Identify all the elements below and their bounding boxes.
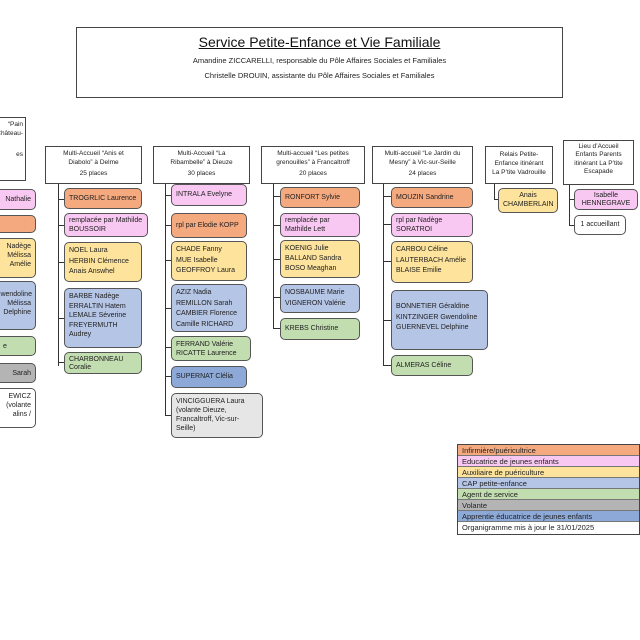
connector [273, 328, 280, 329]
staff-box: CHADE Fanny MUE Isabelle GEOFFROY Laura [171, 241, 247, 281]
service-header-partial: “Pain Château- es [0, 117, 26, 181]
staff-box: remplacée par Mathilde BOUSSOIR [64, 213, 148, 237]
connector [383, 196, 391, 197]
service-header-anis-diabolo: Multi-Accueil “Anis et Diabolo” à Delme … [45, 146, 142, 184]
staff-box: FERRAND Valérie RICATTE Laurence [171, 336, 251, 361]
legend: Infirmière/puéricultrice Educatrice de j… [457, 444, 640, 535]
connector [165, 260, 171, 261]
legend-item-volante: Volante [458, 500, 639, 511]
legend-item-auxiliaire: Auxiliaire de puériculture [458, 467, 639, 478]
connector [273, 297, 280, 298]
staff-box: Anais CHAMBERLAIN [498, 188, 558, 213]
connector [58, 362, 64, 363]
connector [58, 318, 64, 319]
connector [58, 184, 59, 366]
staff-box: KOENIG Julie BALLAND Sandra BOSO Meaghan [280, 240, 360, 278]
staff-box: 1 accueillant [574, 215, 626, 235]
connector [165, 184, 166, 416]
connector [165, 347, 171, 348]
connector [383, 261, 391, 262]
connector [58, 225, 64, 226]
staff-box: rpl par Nadège SORATROI [391, 213, 473, 237]
staff-box: rpl par Elodie KOPP [171, 213, 247, 238]
service-header-laep: Lieu d’Accueil Enfants Parents itinérant… [563, 140, 634, 185]
staff-box: Nadège Mélissa Amélie [0, 238, 36, 278]
connector [165, 225, 171, 226]
staff-box: CHARBONNEAU Coralie [64, 352, 142, 374]
staff-box: Isabelle HENNEGRAVE [574, 189, 638, 210]
service-header-ribambelle: Multi-Accueil “La Ribambelle” à Dieuze 3… [153, 146, 250, 184]
staff-box: AZIZ Nadia REMILLON Sarah CAMBIER Floren… [171, 284, 247, 332]
header-manager: Amandine ZICCARELLI, responsable du Pôle… [192, 56, 447, 65]
connector [383, 224, 391, 225]
connector [165, 195, 171, 196]
page-title: Service Petite-Enfance et Vie Familiale [198, 34, 441, 50]
service-header-jardin-mesny: Multi-accueil “Le Jardin du Mesny” à Vic… [372, 146, 473, 184]
staff-box: Sarah [0, 363, 36, 383]
staff-box: BONNETIER Géraldine KINTZINGER Gwendolin… [391, 290, 488, 350]
header-box: Service Petite-Enfance et Vie Familiale … [76, 27, 563, 98]
connector [273, 196, 280, 197]
staff-box: NOSBAUME Marie VIGNERON Valérie [280, 284, 360, 313]
staff-box: CARBOU Céline LAUTERBACH Amélie BLAISE E… [391, 241, 473, 283]
connector [273, 225, 280, 226]
service-header-petites-grenouilles: Multi-accueil “Les petites grenouilles” … [261, 146, 365, 184]
staff-box: RONFORT Sylvie [280, 187, 360, 208]
connector [273, 184, 274, 329]
staff-box: ALMERAS Céline [391, 355, 473, 376]
staff-box: e [0, 336, 36, 356]
connector [165, 415, 171, 416]
connector [165, 308, 171, 309]
staff-box: Gwendoline Mélissa Delphine [0, 281, 36, 330]
legend-item-cap: CAP petite-enfance [458, 478, 639, 489]
legend-item-agent: Agent de service [458, 489, 639, 500]
connector [494, 199, 498, 200]
staff-box: INTRALA Evelyne [171, 184, 247, 206]
connector [58, 262, 64, 263]
service-header-relais: Relais Petite- Enfance itinérant La P’ti… [485, 146, 553, 184]
legend-item-educatrice: Educatrice de jeunes enfants [458, 456, 639, 467]
staff-box: remplacée par Mathilde Lett [280, 213, 360, 237]
connector [165, 376, 171, 377]
staff-box: EWICZ (volante alins / [0, 388, 36, 428]
connector [273, 259, 280, 260]
staff-box: MOUZIN Sandrine [391, 187, 473, 208]
connector [58, 199, 64, 200]
legend-update-date: Organigramme mis à jour le 31/01/2025 [458, 522, 639, 534]
staff-box: TROGRLIC Laurence [64, 188, 142, 209]
staff-box: NOEL Laura HERBIN Clémence Anais Answhel [64, 242, 142, 282]
staff-box [0, 215, 36, 233]
connector [383, 184, 384, 366]
header-assistant: Christelle DROUIN, assistante du Pôle Af… [204, 71, 435, 80]
connector [383, 320, 391, 321]
staff-box: VINCIGGUERA Laura (volante Dieuze, Franc… [171, 393, 263, 438]
staff-box: KREBS Christine [280, 318, 360, 340]
legend-item-apprentie: Apprentie éducatrice de jeunes enfants [458, 511, 639, 522]
connector [569, 199, 574, 200]
staff-box: Nathalie [0, 189, 36, 210]
connector [494, 184, 495, 200]
legend-item-infirmiere: Infirmière/puéricultrice [458, 445, 639, 456]
staff-box: BARBE Nadège ERRALTIN Hatem LEMALE Séver… [64, 288, 142, 348]
staff-box: SUPERNAT Clélia [171, 366, 247, 388]
connector [569, 185, 570, 226]
connector [383, 365, 391, 366]
connector [569, 225, 574, 226]
